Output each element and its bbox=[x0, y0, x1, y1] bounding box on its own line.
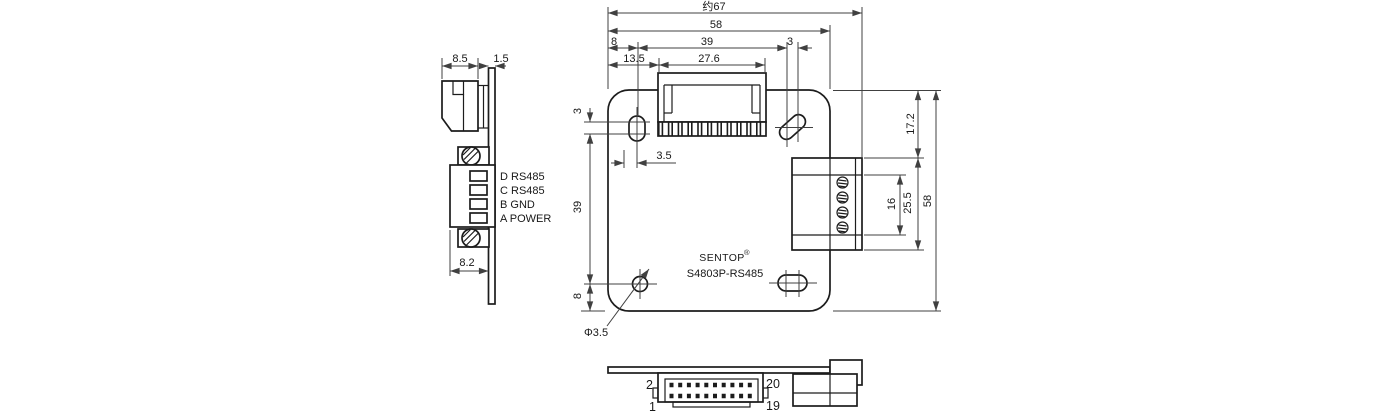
connector-bottom-tab bbox=[672, 401, 751, 408]
bottom-view: 2 1 20 19 bbox=[607, 359, 863, 414]
screw-icon bbox=[461, 146, 481, 166]
side-connector-housing bbox=[441, 80, 479, 132]
brand-text: SENTOP bbox=[699, 252, 744, 264]
block-screw-icon bbox=[836, 191, 849, 204]
bottom-plate-strip bbox=[607, 366, 831, 374]
screw-icon bbox=[461, 228, 481, 248]
dim-connector-offset-label: 13.5 bbox=[623, 53, 644, 65]
terminal-windows bbox=[469, 170, 488, 224]
dim-hole-spacing-y-label: 39 bbox=[572, 201, 584, 213]
housing-notch bbox=[452, 81, 465, 96]
dim-plate-height-label: 58 bbox=[922, 195, 934, 207]
block-screw-icon bbox=[836, 176, 849, 189]
dim-screw-span-label: 16 bbox=[886, 198, 898, 210]
terminal-label-a: A POWER bbox=[500, 213, 551, 225]
terminal-label-d: D RS485 bbox=[500, 171, 545, 183]
bottom-connector bbox=[652, 372, 769, 408]
bottom-view-pin-labels: 2 1 20 19 bbox=[646, 377, 780, 414]
dim-slot-center-label: 3.5 bbox=[656, 150, 671, 162]
connector-shroud bbox=[657, 72, 767, 123]
right-terminal-block bbox=[791, 157, 863, 251]
side-view-dimensions: 8.5 1.5 8.2 bbox=[441, 53, 509, 276]
dim-connector-width-label: 27.6 bbox=[698, 53, 719, 65]
side-view: D RS485 C RS485 B GND A POWER bbox=[441, 67, 551, 305]
dim-block-offset-top-label: 17.2 bbox=[905, 113, 917, 134]
terminal-block-body bbox=[791, 157, 863, 251]
dim-slot-offset-left-label: 3 bbox=[572, 108, 584, 114]
dim-bottom-width-label: 8.2 bbox=[459, 257, 474, 269]
hole-diameter-label: Φ3.5 bbox=[584, 327, 608, 339]
dim-top-width-label: 8.5 bbox=[452, 53, 467, 65]
dim-plate-thickness-label: 1.5 bbox=[493, 53, 508, 65]
front-view: SENTOP ® S4803P-RS485 bbox=[607, 72, 863, 312]
slot-upper-right bbox=[778, 113, 807, 141]
block-screw-icon bbox=[836, 221, 849, 234]
connector-inner-walls bbox=[663, 84, 761, 122]
model-text: S4803P-RS485 bbox=[687, 268, 763, 280]
dim-overall-width-label: 约67 bbox=[702, 0, 725, 13]
front-view-dimensions: 约67 58 8 39 3 13.5 27.6 3.5 Φ3.5 3 39 8 … bbox=[572, 0, 941, 339]
terminal-label-b: B GND bbox=[500, 199, 535, 211]
terminal-labels: D RS485 C RS485 B GND A POWER bbox=[500, 171, 551, 225]
pin-19-label: 19 bbox=[766, 399, 780, 413]
connector-shroud-bottom bbox=[657, 372, 764, 403]
dim-hole-spacing-x-label: 39 bbox=[701, 36, 713, 48]
pin-20-label: 20 bbox=[766, 377, 780, 391]
registered-trademark-icon: ® bbox=[744, 248, 750, 257]
hole-diameter-leader bbox=[606, 268, 650, 327]
dim-block-height-label: 25.5 bbox=[902, 192, 914, 213]
dim-hole-offset-bottom-label: 8 bbox=[572, 293, 584, 299]
housing-pin-strip bbox=[478, 84, 489, 129]
side-terminal-block bbox=[449, 164, 496, 228]
dim-plate-width-label: 58 bbox=[710, 19, 722, 31]
extension-lines bbox=[441, 58, 479, 276]
terminal-label-c: C RS485 bbox=[500, 185, 545, 197]
pin-2-label: 2 bbox=[646, 378, 653, 392]
bottom-block-body bbox=[792, 373, 858, 407]
block-screw-icon bbox=[836, 206, 849, 219]
top-connector bbox=[657, 72, 767, 137]
dim-slot-offset-top-label: 3 bbox=[787, 36, 793, 48]
pin-1-label: 1 bbox=[649, 400, 656, 414]
dim-hole-offset-x-label: 8 bbox=[611, 36, 617, 48]
